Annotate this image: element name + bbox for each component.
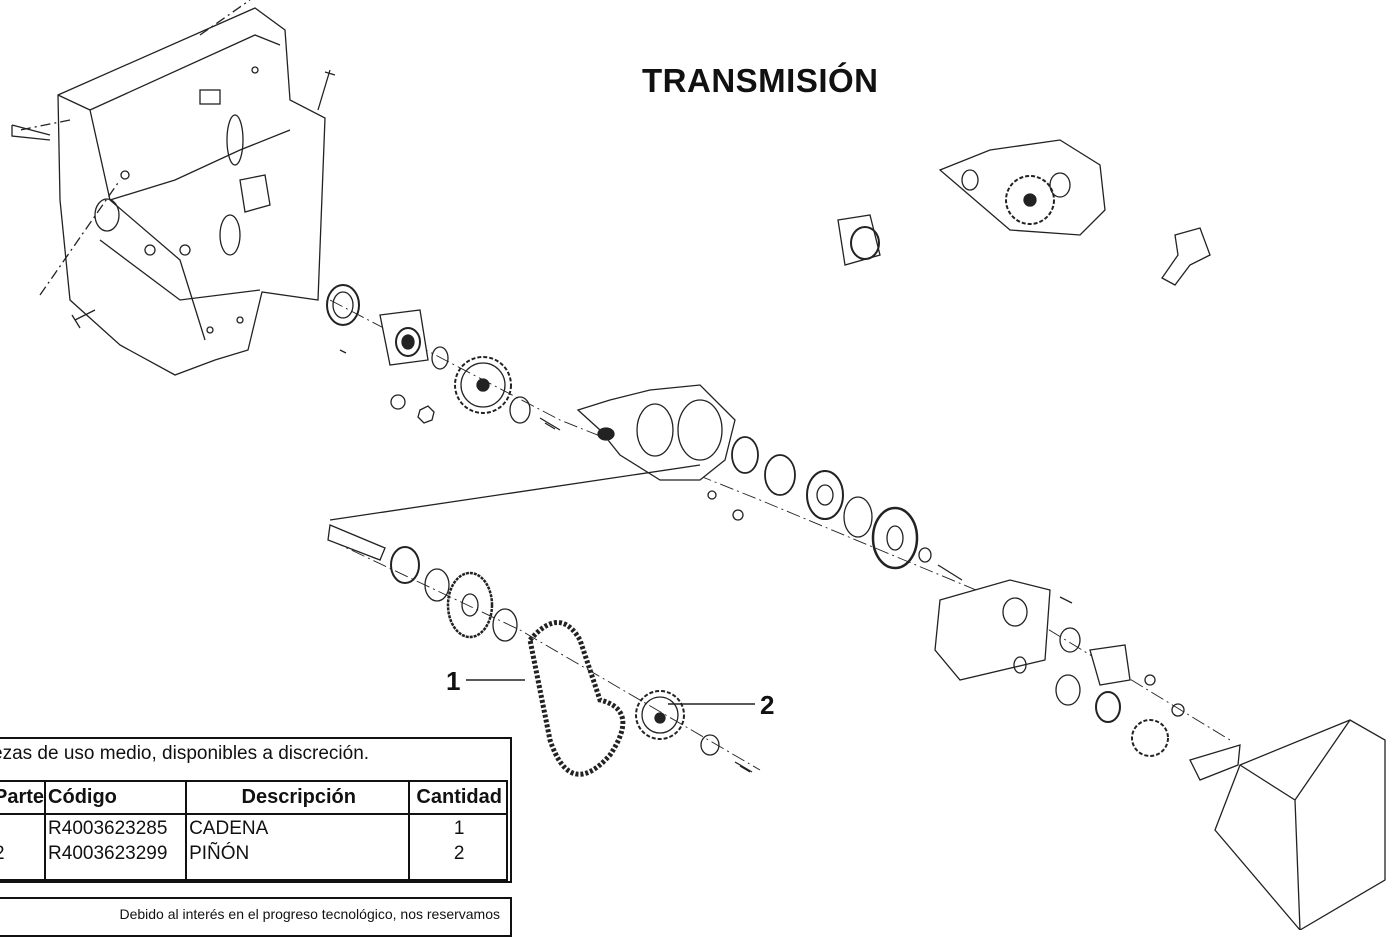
col-header-qty: Cantidad — [408, 780, 508, 815]
sprocket-lower — [635, 690, 685, 740]
cell-part — [0, 814, 47, 840]
table-row: 2 R4003623299 PIÑÓN 2 — [0, 840, 508, 865]
frame-assembly — [11, 0, 336, 376]
sprocket-upper — [454, 356, 512, 414]
parts-table-box: ezas de uso medio, disponibles a discrec… — [0, 737, 512, 883]
cell-description: PIÑÓN — [185, 840, 411, 865]
cell-qty: 1 — [408, 814, 508, 840]
cell-code: R4003623285 — [44, 814, 188, 840]
cell-description: CADENA — [185, 814, 411, 840]
gearcase-middle — [329, 384, 736, 521]
page-title: TRANSMISIÓN — [642, 62, 879, 99]
cell-code: R4003623299 — [44, 840, 188, 865]
parts-note: ezas de uso medio, disponibles a discrec… — [0, 743, 370, 764]
callout-2: 2 — [760, 690, 775, 720]
cell-qty: 2 — [408, 840, 508, 865]
chain — [527, 620, 626, 777]
callout-1: 1 — [446, 666, 461, 696]
cell-part: 2 — [0, 840, 47, 865]
table-row: R4003623285 CADENA 1 — [0, 814, 508, 840]
table-spacer-row — [0, 865, 508, 881]
gear-lower — [446, 571, 494, 639]
footer-text: Debido al interés en el progreso tecnoló… — [119, 906, 500, 922]
table-header-row: Parte Código Descripción Cantidad — [0, 780, 508, 815]
footer-box: Debido al interés en el progreso tecnoló… — [0, 897, 512, 937]
col-header-description: Descripción — [185, 780, 411, 815]
col-header-code: Código — [44, 780, 188, 815]
parts-table: Parte Código Descripción Cantidad R40036… — [0, 780, 508, 881]
col-header-part: Parte — [0, 780, 47, 815]
